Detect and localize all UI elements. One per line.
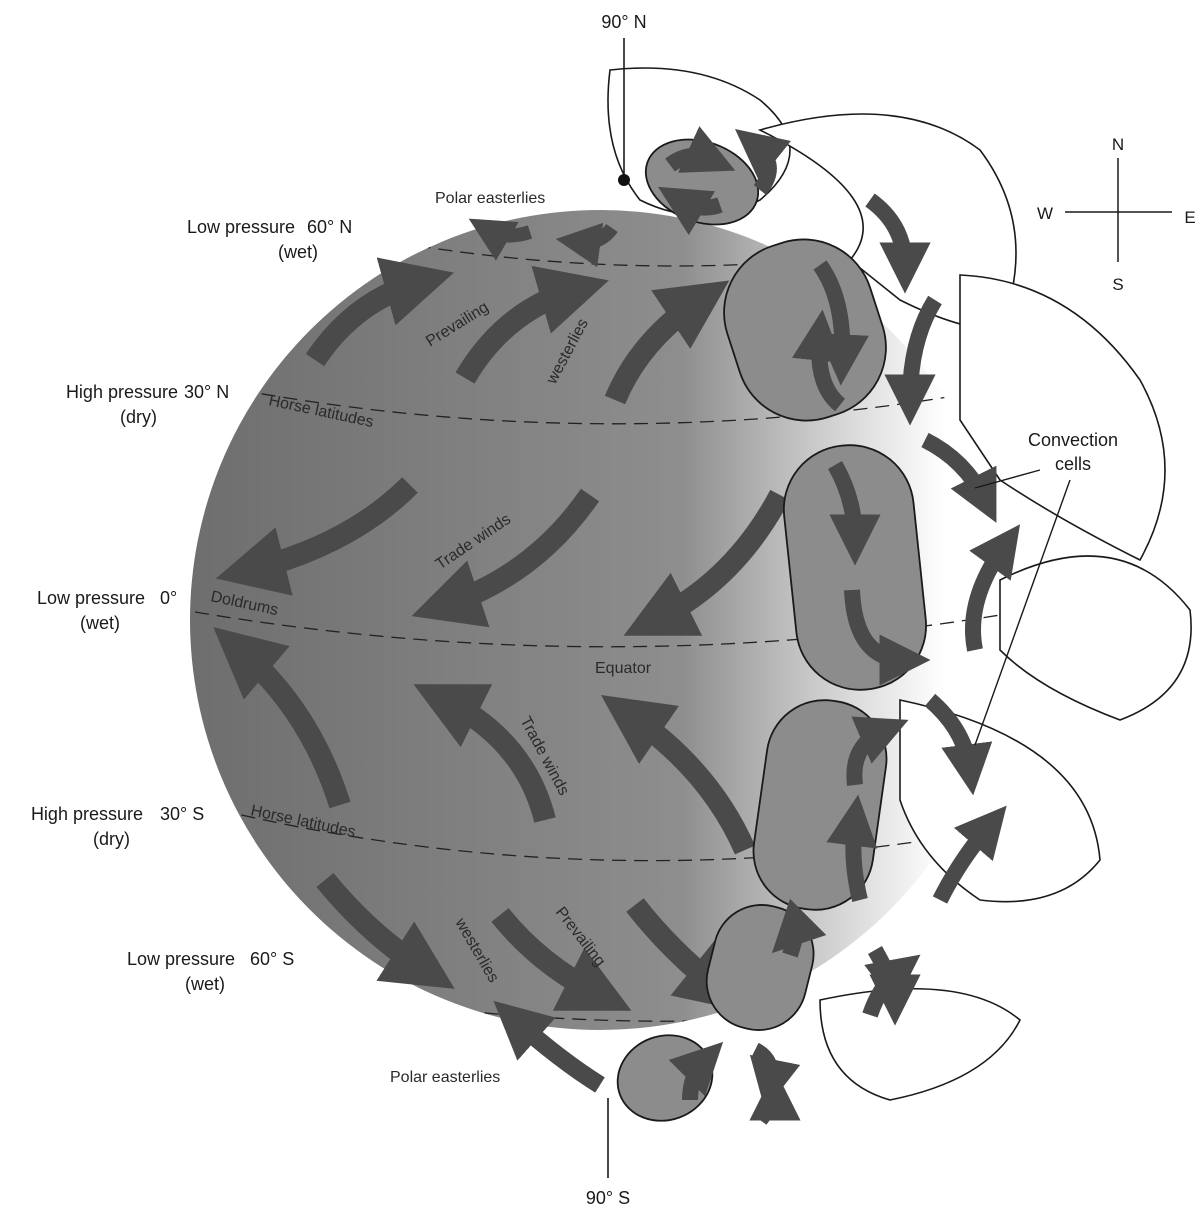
cell-arrow-2 [680,200,720,208]
polar-easterly-arrow-n1 [488,230,530,236]
lat-30s-degree: 30° S [160,804,204,824]
convection-label-line2: cells [1055,454,1091,474]
compass-w-label: W [1037,204,1053,223]
cell-arrow-1 [670,156,712,165]
lat-30n-note: (dry) [120,407,157,427]
cell-arrow-21 [760,1095,775,1120]
polar-cell-south-ribbon [820,989,1020,1100]
north-pole-dot [618,174,630,186]
hadley-cell-south-ribbon [1000,556,1191,720]
lat-eq-degree: 0° [160,588,177,608]
ferrel-cell-south-ribbon [900,700,1100,902]
south-pole-label: 90° S [586,1188,630,1208]
lat-30s-note: (dry) [93,829,130,849]
lat-60s-note: (wet) [185,974,225,994]
lat-30s-pressure: High pressure [31,804,143,824]
lat-60n-pressure: Low pressure [187,217,295,237]
lat-60s-degree: 60° S [250,949,294,969]
compass-s-label: S [1112,275,1123,294]
lat-60n-note: (wet) [278,242,318,262]
compass: N S W E [1037,135,1196,294]
compass-e-label: E [1184,208,1195,227]
polar-easterlies-south-label: Polar easterlies [390,1069,500,1086]
lat-eq-pressure: Low pressure [37,588,145,608]
lat-60s-pressure: Low pressure [127,949,235,969]
lat-30n-degree: 30° N [184,382,229,402]
polar-cell-south [606,1022,725,1134]
cell-arrow-20 [755,1050,771,1085]
cell-arrow-3 [755,145,769,190]
equator-label: Equator [595,660,652,677]
cell-arrow-14 [853,820,860,900]
north-pole-label: 90° N [601,12,646,32]
lat-30n-pressure: High pressure [66,382,178,402]
polar-easterlies-north-label: Polar easterlies [435,190,545,207]
lat-eq-note: (wet) [80,613,120,633]
lat-60n-degree: 60° N [307,217,352,237]
compass-n-label: N [1112,135,1124,154]
convection-label-line1: Convection [1028,430,1118,450]
